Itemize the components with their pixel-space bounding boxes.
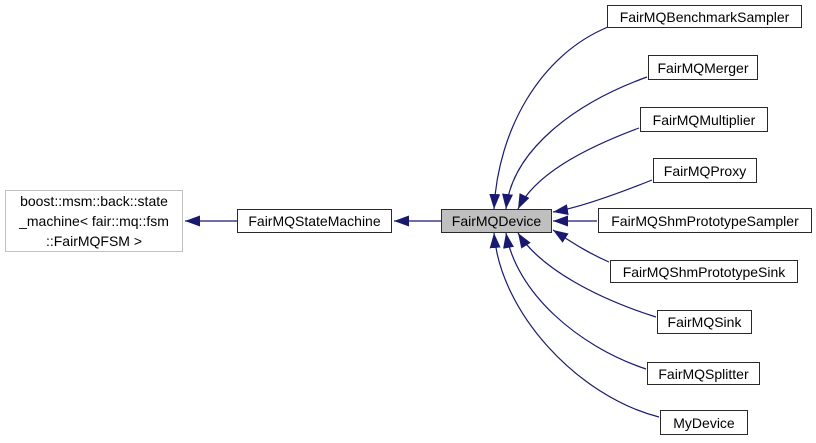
- node-fairmqmerger[interactable]: FairMQMerger: [648, 55, 758, 80]
- edge-splitter: [503, 232, 647, 370]
- node-fairmqsink[interactable]: FairMQSink: [657, 310, 752, 334]
- node-fairmqbenchmarksampler[interactable]: FairMQBenchmarkSampler: [607, 5, 802, 28]
- node-fairmqstatemachine[interactable]: FairMQStateMachine: [237, 209, 392, 233]
- node-fairmqmultiplier[interactable]: FairMQMultiplier: [640, 107, 768, 132]
- node-boost-msm-state-machine: boost::msm::back::state _machine< fair::…: [5, 190, 183, 252]
- node-mydevice[interactable]: MyDevice: [660, 410, 748, 435]
- edge-merger: [502, 76, 648, 210]
- node-fairmqshmprototypesink[interactable]: FairMQShmPrototypeSink: [610, 260, 798, 283]
- node-fairmqshmprototypesampler[interactable]: FairMQShmPrototypeSampler: [598, 208, 812, 233]
- node-fairmqproxy[interactable]: FairMQProxy: [653, 158, 757, 183]
- edge-proxy: [552, 179, 653, 216]
- edge-multiplier: [517, 127, 640, 210]
- edge-mydevice: [489, 232, 660, 418]
- edge-sink: [517, 232, 657, 318]
- node-fairmqdevice[interactable]: FairMQDevice: [441, 209, 552, 233]
- edge-benchmarksampler: [489, 26, 609, 210]
- edge-shmprototypesink: [552, 229, 610, 263]
- node-fairmqsplitter[interactable]: FairMQSplitter: [647, 362, 760, 385]
